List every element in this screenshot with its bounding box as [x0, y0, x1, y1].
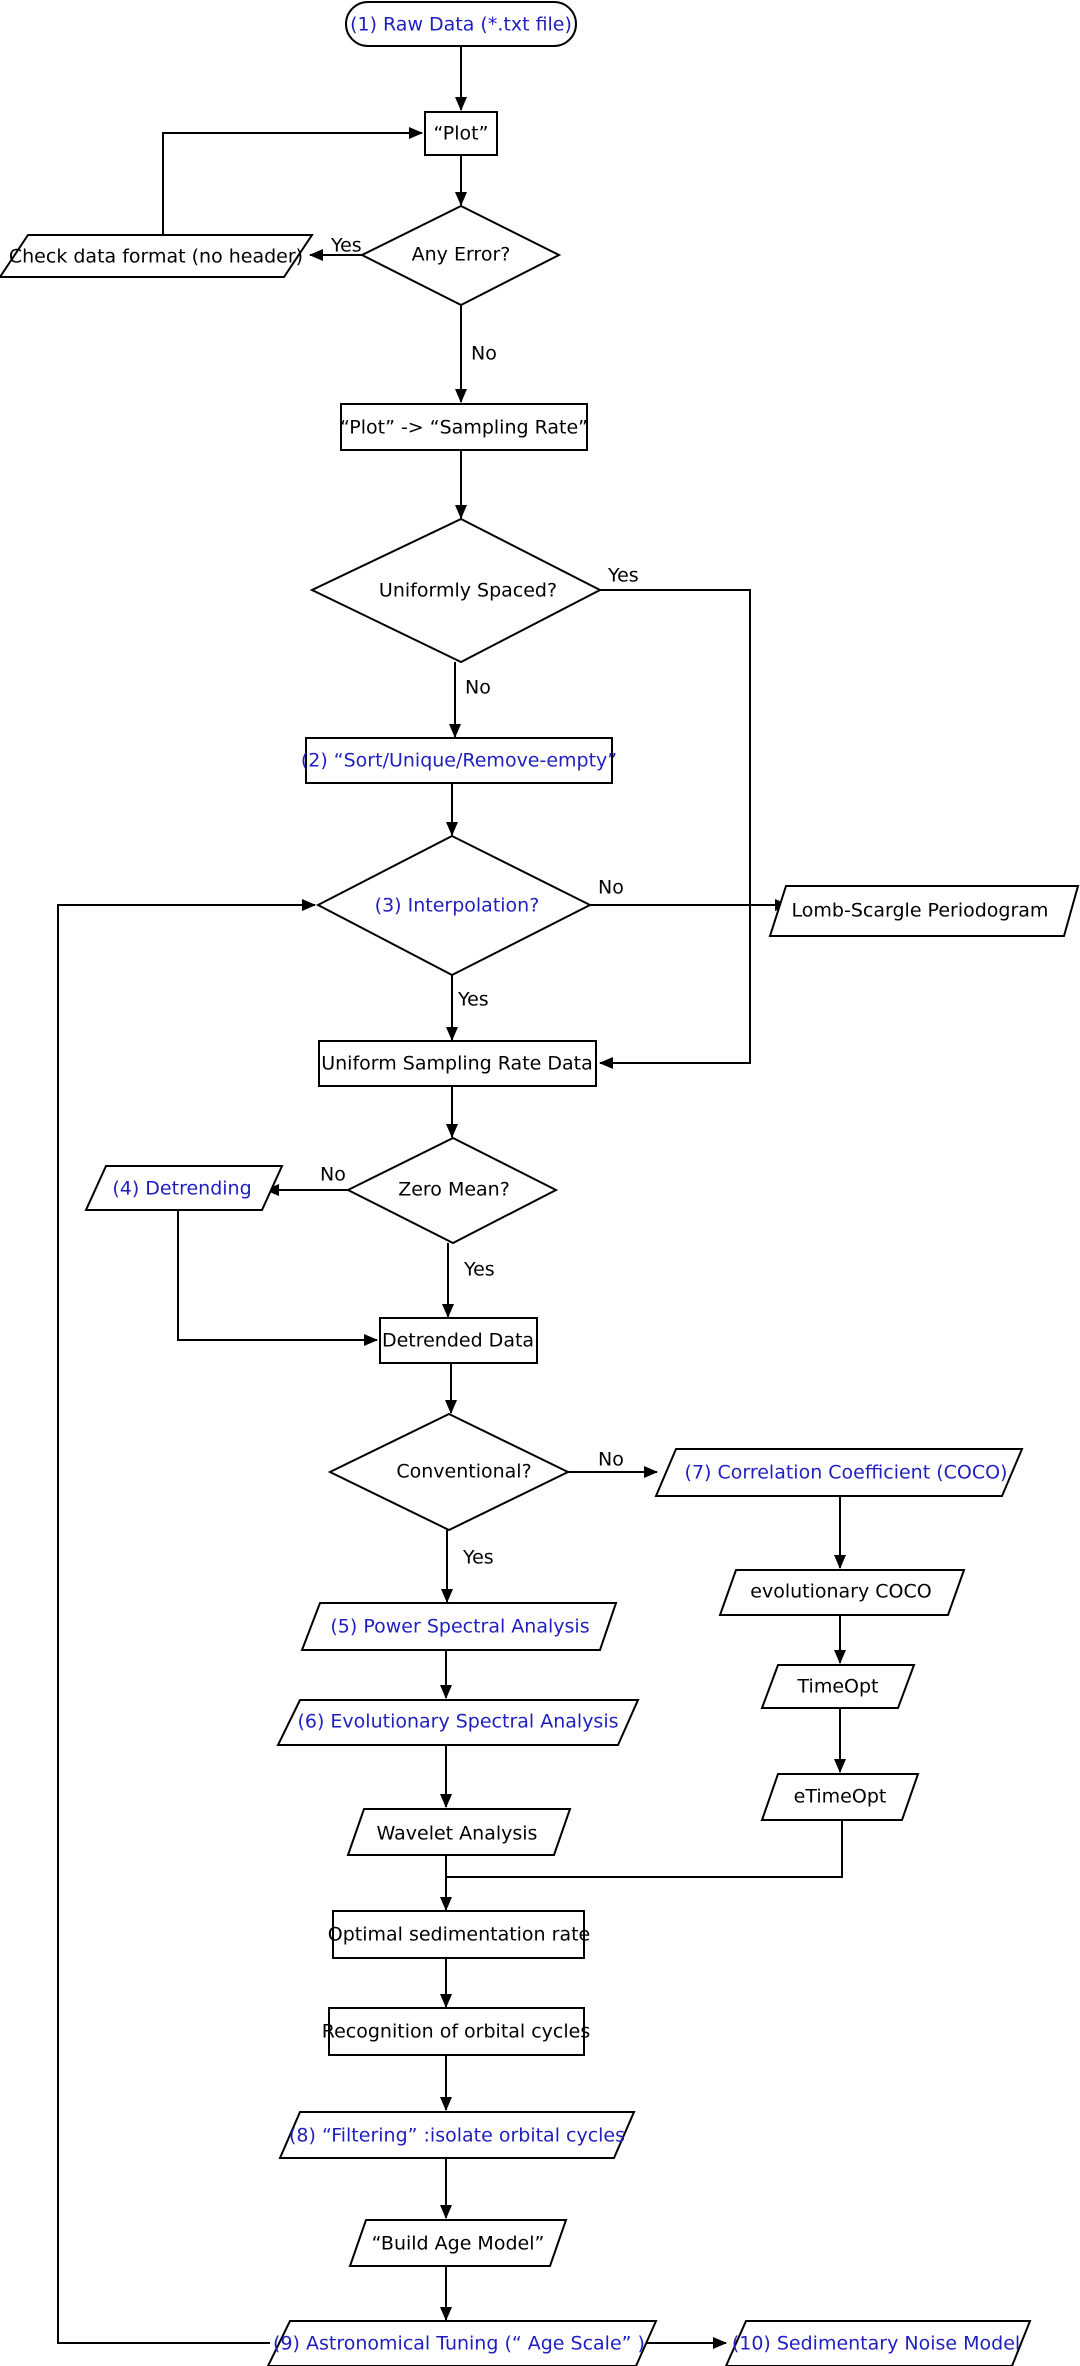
build-age-label: “Build Age Model” [372, 2233, 545, 2255]
node-conventional: Conventional? [327, 1412, 571, 1532]
recognition-label: Recognition of orbital cycles [322, 2021, 590, 2043]
label-conv-no: No [598, 1449, 624, 1471]
plot-label: “Plot” [434, 123, 489, 145]
interpolation-label: (3) Interpolation? [375, 895, 540, 917]
check-format-label: Check data format (no header) [9, 246, 303, 268]
label-error-no: No [471, 343, 497, 365]
node-uniform-data: Uniform Sampling Rate Data [318, 1040, 597, 1087]
wavelet-label: Wavelet Analysis [377, 1823, 538, 1845]
detrending-label: (4) Detrending [112, 1178, 251, 1200]
label-error-yes: Yes [330, 235, 362, 257]
node-plot: “Plot” [424, 111, 498, 156]
optimal-sed-label: Optimal sedimentation rate [328, 1924, 591, 1946]
node-check-format: Check data format (no header) [0, 234, 314, 278]
node-detrending: (4) Detrending [84, 1165, 284, 1211]
node-etimeopt: eTimeOpt [760, 1773, 920, 1821]
etimeopt-label: eTimeOpt [794, 1786, 887, 1808]
plot-sampling-label: “Plot” -> “Sampling Rate” [340, 417, 588, 439]
astro-tuning-label: (9) Astronomical Tuning (“ Age Scale” ) [273, 2333, 645, 2355]
connectors [57, 46, 846, 2349]
node-wavelet: Wavelet Analysis [346, 1808, 572, 1856]
node-zero-mean: Zero Mean? [345, 1136, 559, 1245]
label-conv-yes: Yes [462, 1547, 494, 1569]
detrended-data-label: Detrended Data [382, 1330, 534, 1352]
node-coco: (7) Correlation Coefficient (COCO) [654, 1448, 1024, 1497]
label-uniform-yes: Yes [607, 565, 639, 587]
edge-tuning-loop-to-interp [57, 899, 316, 2344]
label-zero-yes: Yes [463, 1259, 495, 1281]
label-interp-yes: Yes [457, 989, 489, 1011]
edge-labels: Yes No Yes No No Yes No Yes No Yes [320, 235, 639, 1569]
uniformly-spaced-label: Uniformly Spaced? [379, 580, 557, 602]
node-astro-tuning: (9) Astronomical Tuning (“ Age Scale” ) [266, 2320, 658, 2366]
lomb-scargle-label: Lomb-Scargle Periodogram [792, 900, 1049, 922]
node-filtering: (8) “Filtering” :isolate orbital cycles [278, 2111, 636, 2159]
edge-detrending-to-detrended [177, 1210, 378, 1346]
edge-uniform-yes-to-data [599, 589, 751, 1069]
label-zero-no: No [320, 1164, 346, 1186]
node-evo-spectral: (6) Evolutionary Spectral Analysis [276, 1699, 640, 1746]
node-timeopt: TimeOpt [760, 1664, 916, 1709]
label-uniform-no: No [465, 677, 491, 699]
node-power-spectral: (5) Power Spectral Analysis [300, 1602, 618, 1651]
node-sort-unique: (2) “Sort/Unique/Remove-empty” [301, 737, 617, 784]
node-optimal-sed: Optimal sedimentation rate [328, 1910, 591, 1959]
node-evo-coco: evolutionary COCO [718, 1569, 966, 1616]
label-interp-no: No [598, 877, 624, 899]
node-uniformly-spaced: Uniformly Spaced? [309, 517, 603, 664]
node-build-age: “Build Age Model” [348, 2219, 568, 2267]
sed-noise-label: (10) Sedimentary Noise Model [732, 2333, 1020, 2355]
filtering-label: (8) “Filtering” :isolate orbital cycles [289, 2125, 625, 2147]
node-interpolation: (3) Interpolation? [315, 834, 593, 977]
any-error-label: Any Error? [412, 244, 511, 266]
node-recognition: Recognition of orbital cycles [322, 2007, 590, 2056]
node-detrended-data: Detrended Data [379, 1317, 538, 1364]
conventional-label: Conventional? [396, 1461, 531, 1483]
power-spectral-label: (5) Power Spectral Analysis [330, 1616, 589, 1638]
node-any-error: Any Error? [359, 204, 562, 307]
edge-etimeopt-to-optimal [446, 1820, 843, 1878]
evo-spectral-label: (6) Evolutionary Spectral Analysis [297, 1711, 618, 1733]
timeopt-label: TimeOpt [797, 1676, 879, 1698]
edge-check-back-to-plot [162, 127, 423, 235]
coco-label: (7) Correlation Coefficient (COCO) [685, 1462, 1008, 1484]
sort-unique-label: (2) “Sort/Unique/Remove-empty” [301, 750, 617, 772]
evo-coco-label: evolutionary COCO [750, 1581, 931, 1603]
node-raw-data: (1) Raw Data (*.txt file) [345, 1, 577, 47]
zero-mean-label: Zero Mean? [398, 1179, 510, 1201]
raw-data-label: (1) Raw Data (*.txt file) [350, 14, 572, 36]
node-plot-sampling: “Plot” -> “Sampling Rate” [340, 403, 588, 451]
node-lomb-scargle: Lomb-Scargle Periodogram [768, 885, 1080, 937]
node-sed-noise: (10) Sedimentary Noise Model [724, 2320, 1032, 2366]
uniform-data-label: Uniform Sampling Rate Data [321, 1053, 593, 1075]
